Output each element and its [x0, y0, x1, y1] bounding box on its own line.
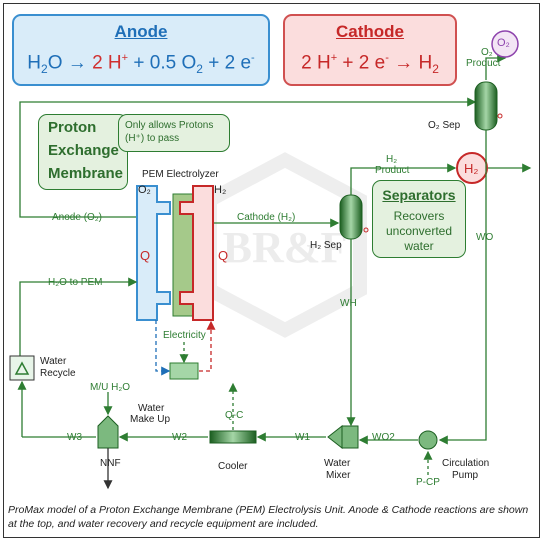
cooler	[209, 430, 257, 444]
h2-product-label-2: Product	[375, 165, 410, 176]
h2o-to-pem-line	[19, 277, 138, 365]
electricity-label: Electricity	[163, 330, 206, 341]
anode-title: Anode	[114, 22, 168, 41]
wh-label: WH	[340, 298, 357, 309]
watermark-text: BR&F	[223, 223, 348, 272]
power-supply	[169, 362, 199, 380]
pem-line-proton: Proton	[48, 119, 97, 136]
pem-definition-box: Proton Exchange Membrane	[38, 114, 128, 190]
h2-sep-label: H₂ Sep	[310, 240, 342, 251]
mu-h2o-label: M/U H₂O	[90, 382, 130, 393]
water-makeup-label-1: Water	[138, 403, 165, 414]
w3-label: W3	[67, 432, 82, 443]
circ-pump-label-1: Circulation	[442, 458, 490, 469]
water-makeup-label-2: Make Up	[130, 414, 171, 425]
o2-product-label-1: O₂	[481, 47, 493, 58]
cathode-title: Cathode	[336, 22, 404, 41]
wo-line	[438, 130, 487, 445]
water-mixer-label-1: Water	[324, 458, 351, 469]
h2-product-node	[456, 152, 488, 184]
separators-box: Separators Recovers unconverted water	[372, 180, 466, 258]
w2-label: W2	[172, 432, 187, 443]
anode-chamber	[136, 185, 171, 321]
water-recycle-label-1: Water	[40, 356, 67, 367]
separators-text: Recovers unconverted water	[385, 209, 453, 253]
circulation-pump	[418, 430, 438, 450]
o2-product-node	[491, 30, 519, 58]
nnf-label: NNF	[100, 458, 121, 469]
cathode-stream-label: Cathode (H₂)	[237, 212, 296, 223]
electricity-anode-line	[155, 320, 171, 376]
pem-line-membrane: Membrane	[48, 165, 124, 182]
h2-gas-line	[350, 163, 457, 195]
cathode-reaction-box: Cathode 2 H+ + 2 e- → H2	[283, 14, 457, 86]
o2-product-label-2: Product	[466, 58, 501, 69]
wo-label: WO	[476, 232, 494, 243]
anode-stream-line	[19, 97, 477, 218]
wo2-label: WO2	[372, 432, 395, 443]
cathode-equation: 2 H+ + 2 e- → H2	[301, 52, 439, 77]
q-right-label: Q	[218, 248, 229, 263]
o2-sep-label: O₂ Sep	[428, 120, 461, 131]
water-mixer	[327, 424, 343, 450]
o2-side-label: O₂	[138, 184, 151, 196]
qc-label: Q-C	[225, 410, 244, 421]
anode-equation: H2O → 2 H+ + 0.5 O2 + 2 e-	[27, 52, 255, 77]
recycle-icon	[9, 355, 35, 381]
w1-label: W1	[295, 432, 310, 443]
cathode-chamber	[179, 185, 214, 321]
q-left-label: Q	[140, 248, 151, 263]
anode-reaction-box: Anode H2O → 2 H+ + 0.5 O2 + 2 e-	[12, 14, 270, 86]
separators-title: Separators	[382, 187, 456, 203]
water-recycle-label-2: Recycle	[40, 368, 76, 379]
figure-caption: ProMax model of a Proton Exchange Membra…	[8, 504, 529, 530]
o2-product-line	[485, 53, 507, 80]
pem-line-exchange: Exchange	[48, 142, 119, 159]
o2-bubble-label: O₂	[497, 37, 510, 49]
cooler-label: Cooler	[218, 461, 248, 472]
pem-electrolyzer-label: PEM Electrolyzer	[142, 169, 219, 180]
h2-product-label-1: H₂	[386, 154, 398, 165]
pcp-label: P-CP	[416, 477, 440, 488]
o2-separator-vessel	[474, 81, 498, 131]
water-mixer-label-2: Mixer	[326, 470, 351, 481]
h2-side-label: H₂	[214, 184, 227, 196]
h2-bubble-label: H₂	[464, 161, 479, 176]
electricity-cathode-line	[199, 320, 216, 372]
h2o-to-pem-label: H₂O to PEM	[48, 277, 103, 288]
circ-pump-label-2: Pump	[452, 470, 479, 481]
makeup-tee	[97, 415, 119, 449]
diagram-frame	[3, 3, 540, 538]
h2-separator-vessel	[339, 194, 363, 240]
proton-note: Only allows Protons (H⁺) to pass	[118, 114, 230, 152]
anode-stream-label: Anode (O₂)	[52, 212, 103, 223]
